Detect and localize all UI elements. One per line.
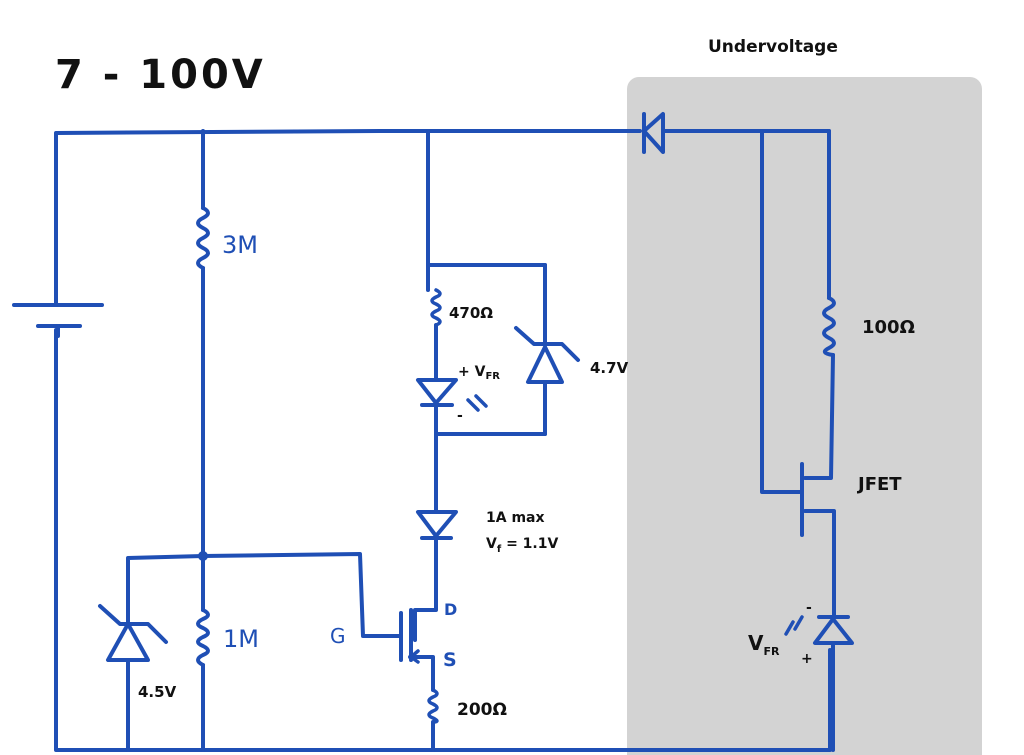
undervoltage-led-minus-label: - <box>806 600 812 616</box>
resistor-3m-label: 3M <box>222 231 258 259</box>
wire-uv-resistor-bottom <box>803 353 835 480</box>
mosfet-source-label: S <box>443 649 457 671</box>
resistor-1m <box>196 608 210 667</box>
undervoltage-led-vfr-label: VFR <box>748 631 780 658</box>
wire-zener-gate-top <box>126 554 205 626</box>
input-diode <box>642 112 665 154</box>
wire-uv-left <box>760 129 803 494</box>
resistor-470 <box>430 288 442 327</box>
light-emission-arrows-icon <box>466 394 488 412</box>
undervoltage-led-symbol <box>813 615 854 645</box>
wire-jfet-source <box>803 509 836 619</box>
resistor-100 <box>822 296 836 357</box>
resistor-3m <box>196 206 210 270</box>
wires <box>54 129 836 752</box>
resistor-200-label: 200Ω <box>457 700 507 720</box>
series-diode-rating: 1A max <box>486 510 545 526</box>
undervoltage-label: Undervoltage <box>708 37 838 57</box>
led-symbol <box>416 378 458 407</box>
led-vfr-label: + VFR <box>458 364 500 382</box>
resistor-100-label: 100Ω <box>862 317 915 338</box>
jfet-label: JFET <box>856 474 902 495</box>
wire-bottom-rail <box>54 328 832 752</box>
zener-4.7v-label: 4.7V <box>590 359 629 377</box>
series-diode-vf: Vf = 1.1V <box>486 536 558 555</box>
wire-source-to-resistor <box>408 655 435 692</box>
led-minus-label: - <box>457 408 463 424</box>
undervoltage-region <box>627 77 982 755</box>
n-mosfet-symbol <box>399 608 420 664</box>
mosfet-drain-label: D <box>444 600 457 619</box>
supply-voltage-label: 7 - 100V <box>55 52 266 98</box>
zener-diode-4.7v <box>514 326 580 384</box>
undervoltage-led-plus-label: + <box>801 651 813 667</box>
resistor-1m-label: 1M <box>223 625 259 653</box>
battery-symbol <box>12 298 104 338</box>
series-diode <box>416 510 458 540</box>
resistor-200 <box>427 688 439 724</box>
resistor-470-label: 470Ω <box>449 304 493 322</box>
light-emission-arrows-icon <box>784 615 804 636</box>
mosfet-gate-label: G <box>330 624 346 648</box>
wire-top-rail <box>54 129 642 302</box>
wire-gate <box>201 552 402 638</box>
zener-4.5v-label: 4.5V <box>138 683 177 701</box>
wire-diode-to-drain <box>413 536 438 642</box>
zener-diode-4.5v <box>98 604 168 662</box>
